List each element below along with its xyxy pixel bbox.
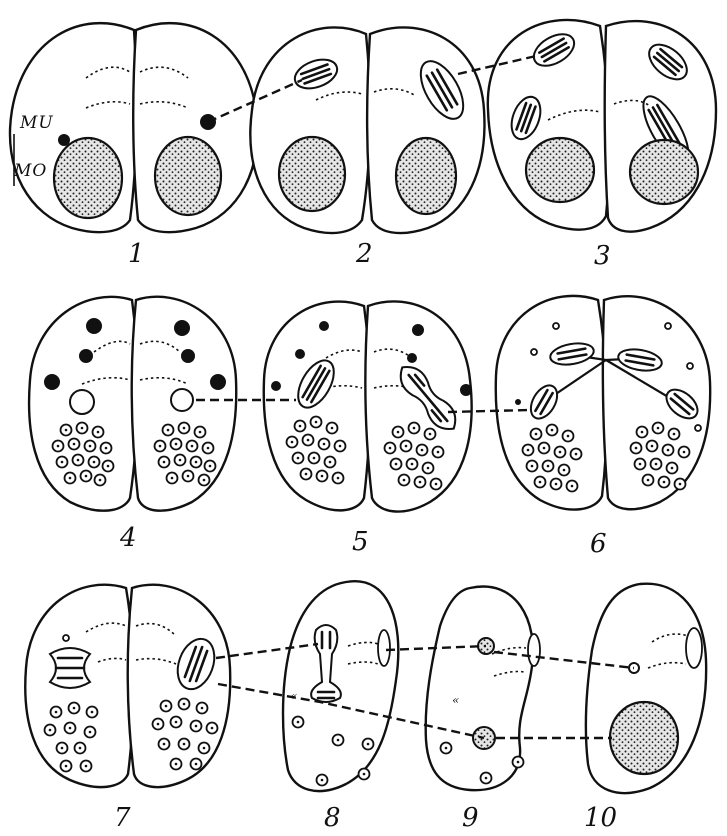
stage-6-diagram: 6: [496, 296, 710, 559]
stage-10-oral-groove: [686, 628, 702, 668]
stage-3-right-macronucleus: [630, 140, 698, 204]
stage-2-diagram: 2: [250, 27, 484, 269]
stage-1-left-macronucleus: [54, 138, 122, 218]
stage-8-diagram: « 8: [283, 581, 398, 833]
stage-2-left-macronucleus: [279, 137, 345, 211]
stage-9-oral-groove: [528, 634, 540, 666]
stage-3-number: 3: [594, 241, 611, 271]
stage-3-diagram: 3: [488, 20, 716, 271]
stage-8-oral-groove: [378, 630, 390, 666]
stage-1-diagram: MU MO 1: [10, 23, 257, 269]
stage-7-diagram: 7: [25, 585, 230, 833]
stage-10-diagram: 10: [584, 584, 706, 833]
micronucleus-label: MU: [19, 113, 54, 133]
stage-5-diagram: 5: [264, 301, 472, 557]
stage-1-left-micronucleus: [58, 134, 70, 146]
stage-10-macronucleus: [610, 702, 678, 774]
stage-9-diagram: « 9: [426, 587, 540, 833]
stage-9-number: 9: [462, 803, 479, 833]
stage-2-right-macronucleus: [396, 138, 456, 214]
stage-4-number: 4: [119, 523, 137, 553]
stage-4-right-pronucleus: [171, 389, 193, 411]
stage-6-number: 6: [590, 529, 607, 559]
stage-7-number: 7: [114, 803, 131, 833]
stage-8-number: 8: [324, 803, 341, 833]
svg-text:«: «: [452, 693, 460, 707]
stage-10-number: 10: [584, 803, 617, 833]
stage-5-number: 5: [352, 527, 369, 557]
stage-1-number: 1: [128, 239, 145, 269]
stage-8-cell: [283, 581, 398, 791]
stage-7-right-cell: [128, 585, 230, 787]
stage-4-left-pronucleus: [70, 390, 94, 414]
stage-1-right-macronucleus: [155, 137, 221, 215]
stage-4-diagram: 4: [29, 297, 236, 553]
stage-3-left-macronucleus: [526, 138, 594, 202]
stage-7-left-spindle: [50, 648, 90, 688]
stage-2-number: 2: [355, 239, 373, 269]
macronucleus-label: MO: [13, 161, 47, 181]
